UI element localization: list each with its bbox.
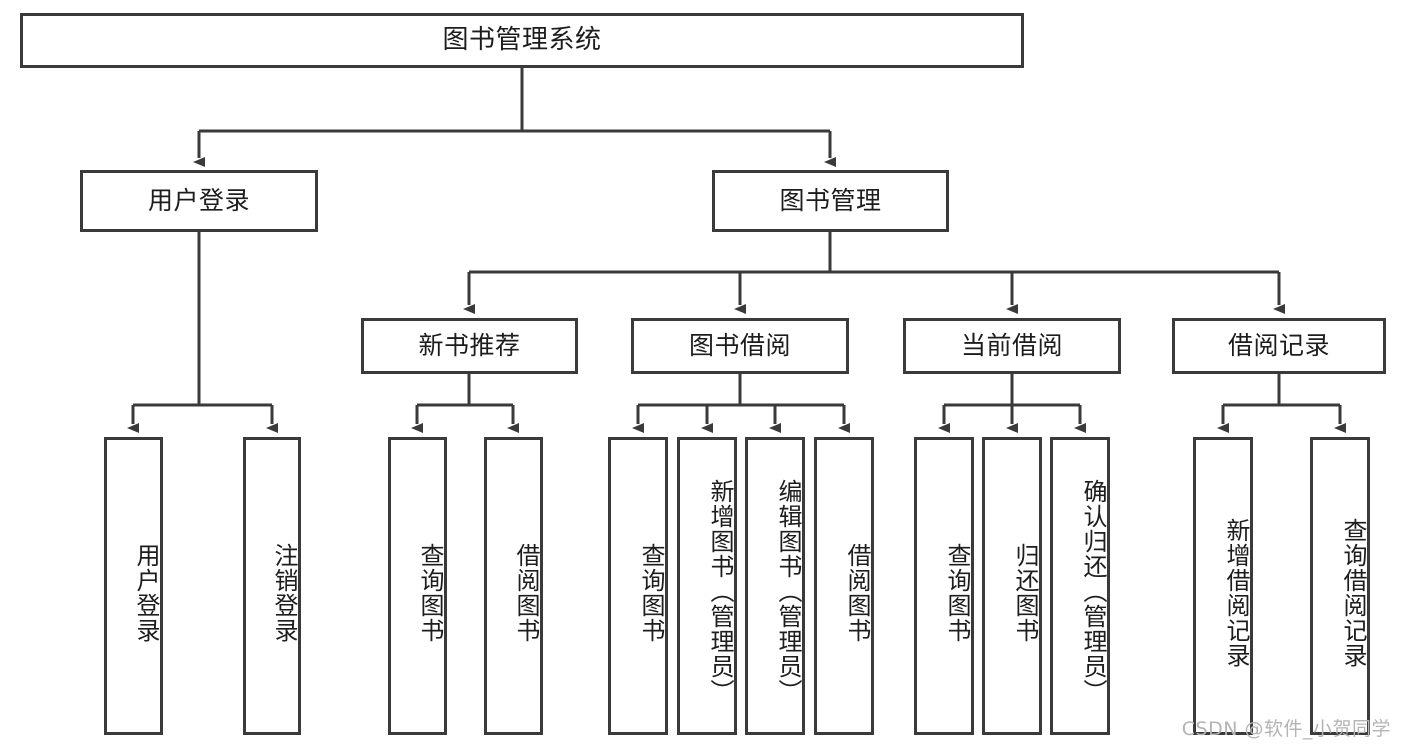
- node-label: 用户登录: [132, 543, 160, 643]
- node-label: 图书管理: [779, 186, 882, 216]
- node-label: 当前借阅: [960, 331, 1063, 361]
- node-leaf-query-book-borrow[interactable]: 查询图书: [608, 437, 668, 735]
- node-label: 查询图书: [637, 543, 665, 643]
- node-label: 查询图书: [943, 543, 971, 643]
- node-leaf-user-login[interactable]: 用户登录: [104, 437, 163, 735]
- node-leaf-return-book[interactable]: 归还图书: [982, 437, 1042, 735]
- node-label: 编辑图书（管理员）: [774, 478, 802, 704]
- node-label: 新增图书（管理员）: [706, 478, 734, 704]
- node-leaf-query-book-current[interactable]: 查询图书: [914, 437, 974, 735]
- node-label: 新书推荐: [418, 331, 521, 361]
- node-label: 归还图书: [1011, 543, 1039, 643]
- node-current-borrow[interactable]: 当前借阅: [903, 318, 1121, 374]
- node-leaf-confirm-return-admin[interactable]: 确认归还（管理员）: [1050, 437, 1110, 735]
- node-leaf-add-book-admin[interactable]: 新增图书（管理员）: [677, 437, 737, 735]
- node-label: 用户登录: [147, 186, 250, 216]
- node-label: 图书管理系统: [442, 25, 602, 56]
- watermark-text: CSDN @软件_小贺同学: [1181, 718, 1391, 740]
- node-leaf-query-book-recommend[interactable]: 查询图书: [388, 437, 447, 735]
- node-user-login[interactable]: 用户登录: [80, 170, 318, 232]
- node-leaf-query-borrow-record[interactable]: 查询借阅记录: [1310, 437, 1370, 735]
- node-label: 图书借阅: [688, 331, 791, 361]
- node-borrow-record[interactable]: 借阅记录: [1172, 318, 1386, 374]
- node-label: 查询图书: [416, 543, 444, 643]
- node-leaf-borrow-book-recommend[interactable]: 借阅图书: [484, 437, 543, 735]
- node-leaf-borrow-book[interactable]: 借阅图书: [814, 437, 874, 735]
- node-book-manage[interactable]: 图书管理: [712, 170, 949, 232]
- node-root-system[interactable]: 图书管理系统: [20, 13, 1024, 68]
- node-leaf-logout[interactable]: 注销登录: [243, 437, 301, 735]
- node-label: 借阅图书: [512, 543, 540, 643]
- node-label: 借阅图书: [843, 543, 871, 643]
- node-label: 新增借阅记录: [1222, 518, 1250, 668]
- node-leaf-add-borrow-record[interactable]: 新增借阅记录: [1193, 437, 1253, 735]
- node-leaf-edit-book-admin[interactable]: 编辑图书（管理员）: [745, 437, 805, 735]
- node-label: 查询借阅记录: [1339, 518, 1367, 668]
- node-label: 借阅记录: [1227, 331, 1330, 361]
- node-label: 注销登录: [270, 543, 298, 643]
- node-label: 确认归还（管理员）: [1079, 478, 1107, 704]
- node-book-borrow[interactable]: 图书借阅: [631, 318, 849, 374]
- node-new-book-recommend[interactable]: 新书推荐: [361, 318, 578, 374]
